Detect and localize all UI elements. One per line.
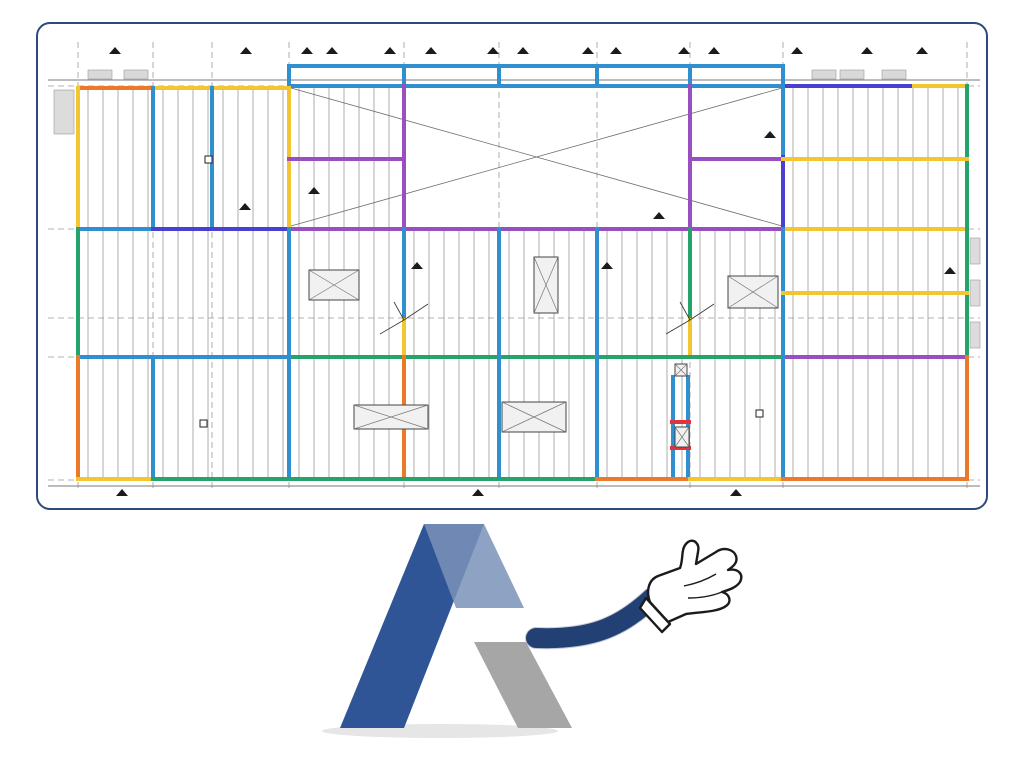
roof-equipment-pad <box>811 69 837 80</box>
framing-plan-drawing <box>48 42 981 496</box>
section-marker-icon <box>384 47 396 54</box>
section-marker-icon <box>678 47 690 54</box>
section-marker-icon <box>109 47 121 54</box>
roof-equipment-pad <box>123 69 149 80</box>
stair-block <box>53 89 75 135</box>
section-marker-icon <box>582 47 594 54</box>
section-marker-icon <box>610 47 622 54</box>
section-marker-icon <box>240 47 252 54</box>
equipment-hatch <box>533 256 559 314</box>
pointing-hand-icon <box>638 539 743 634</box>
section-marker-icon <box>791 47 803 54</box>
logo-mascot <box>322 524 743 738</box>
section-marker-icon <box>487 47 499 54</box>
logo-lower-right-stroke <box>474 642 572 728</box>
section-marker-icon <box>472 489 484 496</box>
section-marker-icon <box>425 47 437 54</box>
brace-line <box>393 301 405 321</box>
section-marker-icon <box>861 47 873 54</box>
mascot-arm-outline <box>525 587 663 650</box>
column-marker-icon <box>755 409 764 418</box>
column-marker-icon <box>204 155 213 164</box>
section-marker-icon <box>116 489 128 496</box>
section-marker-icon <box>944 267 956 274</box>
section-marker-icon <box>239 203 251 210</box>
side-pad <box>969 237 981 265</box>
section-marker-icon <box>764 131 776 138</box>
column-marker-icon <box>199 419 208 428</box>
section-marker-icon <box>308 187 320 194</box>
section-marker-icon <box>411 262 423 269</box>
equipment-hatch <box>674 426 690 448</box>
roof-equipment-pad <box>839 69 865 80</box>
brace-line <box>689 303 715 321</box>
brace-line <box>403 303 429 321</box>
section-marker-icon <box>301 47 313 54</box>
section-marker-icon <box>326 47 338 54</box>
logo-top-right-stroke <box>424 524 524 608</box>
section-marker-icon <box>653 212 665 219</box>
section-marker-icon <box>601 262 613 269</box>
section-marker-icon <box>708 47 720 54</box>
framing-plan-panel <box>36 22 988 510</box>
equipment-hatch <box>353 404 429 430</box>
equipment-hatch <box>674 363 688 377</box>
roof-equipment-pad <box>87 69 113 80</box>
section-marker-icon <box>730 489 742 496</box>
opening-diagonal <box>290 87 783 227</box>
equipment-hatch <box>501 401 567 433</box>
roof-equipment-pad <box>881 69 907 80</box>
brace-line <box>679 301 691 321</box>
side-pad <box>969 279 981 307</box>
brace-line <box>665 319 691 335</box>
equipment-hatch <box>308 269 360 301</box>
equipment-hatch <box>727 275 779 309</box>
brace-line <box>379 319 405 335</box>
section-marker-icon <box>517 47 529 54</box>
section-marker-icon <box>916 47 928 54</box>
side-pad <box>969 321 981 349</box>
